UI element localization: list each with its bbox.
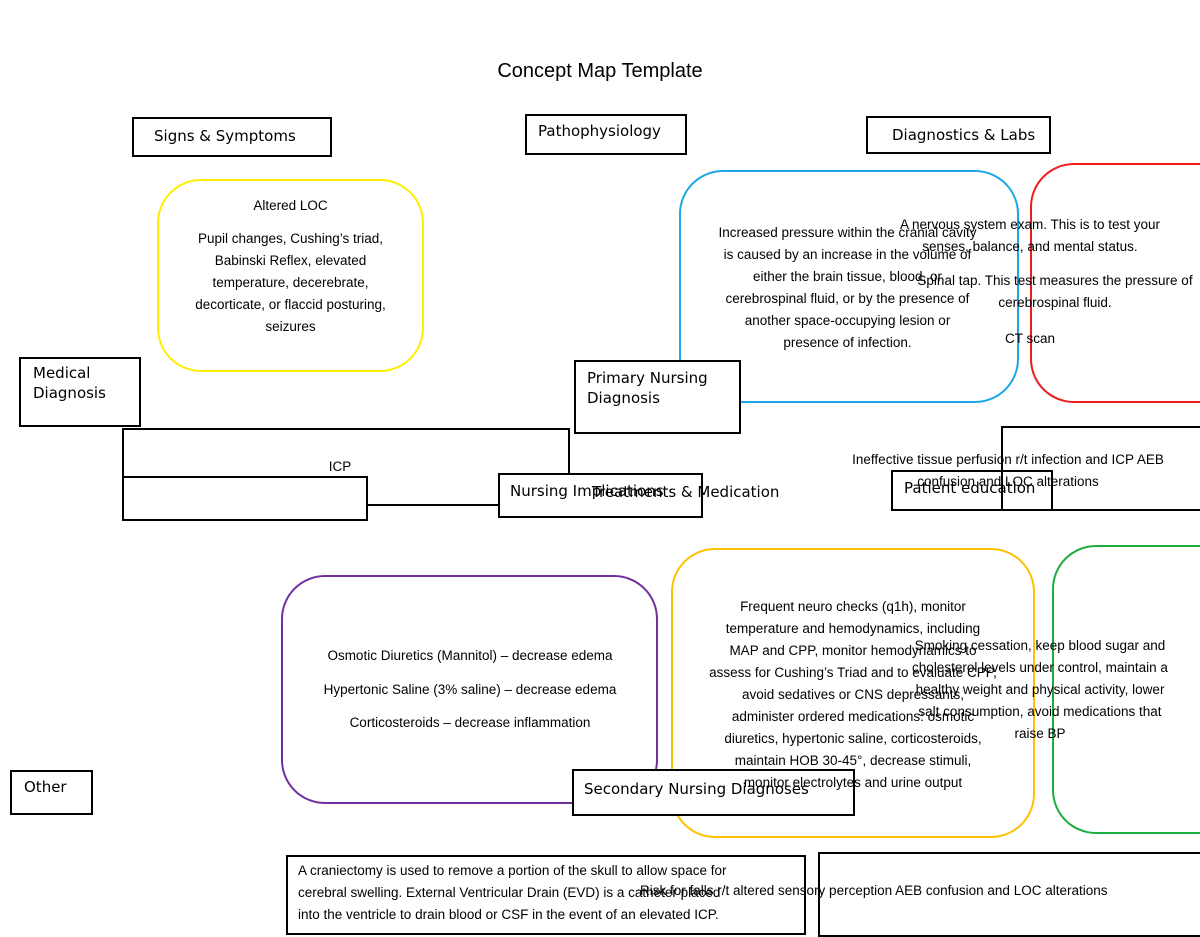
pathophysiology-text: Increased pressure within the cranial ca… xyxy=(718,225,977,350)
medical-diagnosis-header: Medical Diagnosis xyxy=(19,357,141,427)
signs-detail-text: Pupil changes, Cushing’s triad, Babinski… xyxy=(195,231,386,334)
pathophysiology-header: Pathophysiology xyxy=(525,114,687,155)
diagnostics-text-2: Spinal tap. This test measures the press… xyxy=(917,273,1193,310)
medication-2: Hypertonic Saline (3% saline) – decrease… xyxy=(323,682,617,697)
medication-1: Osmotic Diuretics (Mannitol) – decrease … xyxy=(327,648,613,663)
secondary-nursing-box xyxy=(818,852,1200,937)
pathophysiology-box xyxy=(679,170,1019,403)
primary-nursing-header: Primary Nursing Diagnosis xyxy=(574,360,741,434)
primary-nursing-text-box xyxy=(1001,426,1200,511)
patient-education-header: Patient education xyxy=(891,470,1053,511)
secondary-nursing-header: Secondary Nursing Diagnoses xyxy=(572,769,855,816)
education-text: Smoking cessation, keep blood sugar and … xyxy=(912,638,1168,741)
primary-nursing-text: Ineffective tissue perfusion r/t infecti… xyxy=(852,452,1164,489)
medications-box xyxy=(281,575,658,804)
icp-connector-line xyxy=(368,504,498,506)
icp-box xyxy=(122,476,368,521)
diagnostics-box xyxy=(1030,163,1200,403)
signs-symptoms-box xyxy=(157,179,424,372)
treatments-medication-header: Treatments & Medication xyxy=(592,483,780,501)
education-box xyxy=(1052,545,1200,834)
medication-3: Corticosteroids – decrease inflammation xyxy=(349,715,591,730)
diagnostics-labs-header: Diagnostics & Labs xyxy=(866,116,1051,154)
icp-text: ICP xyxy=(328,459,352,474)
nursing-implications-header: Nursing Implications xyxy=(498,473,703,518)
signs-symptoms-header: Signs & Symptoms xyxy=(132,117,332,157)
page-title: Concept Map Template xyxy=(497,60,703,82)
icp-outline-box xyxy=(122,428,570,478)
implications-box xyxy=(671,548,1035,838)
other-text: A craniectomy is used to remove a portio… xyxy=(298,863,727,922)
implications-text: Frequent neuro checks (q1h), monitor tem… xyxy=(709,599,997,790)
signs-primary-text: Altered LOC xyxy=(253,198,328,213)
diagnostics-text-1: A nervous system exam. This is to test y… xyxy=(899,217,1161,254)
diagnostics-text-3: CT scan xyxy=(1004,331,1056,346)
other-header: Other xyxy=(10,770,93,815)
secondary-nursing-text: Risk for falls r/t altered sensory perce… xyxy=(640,883,1108,898)
